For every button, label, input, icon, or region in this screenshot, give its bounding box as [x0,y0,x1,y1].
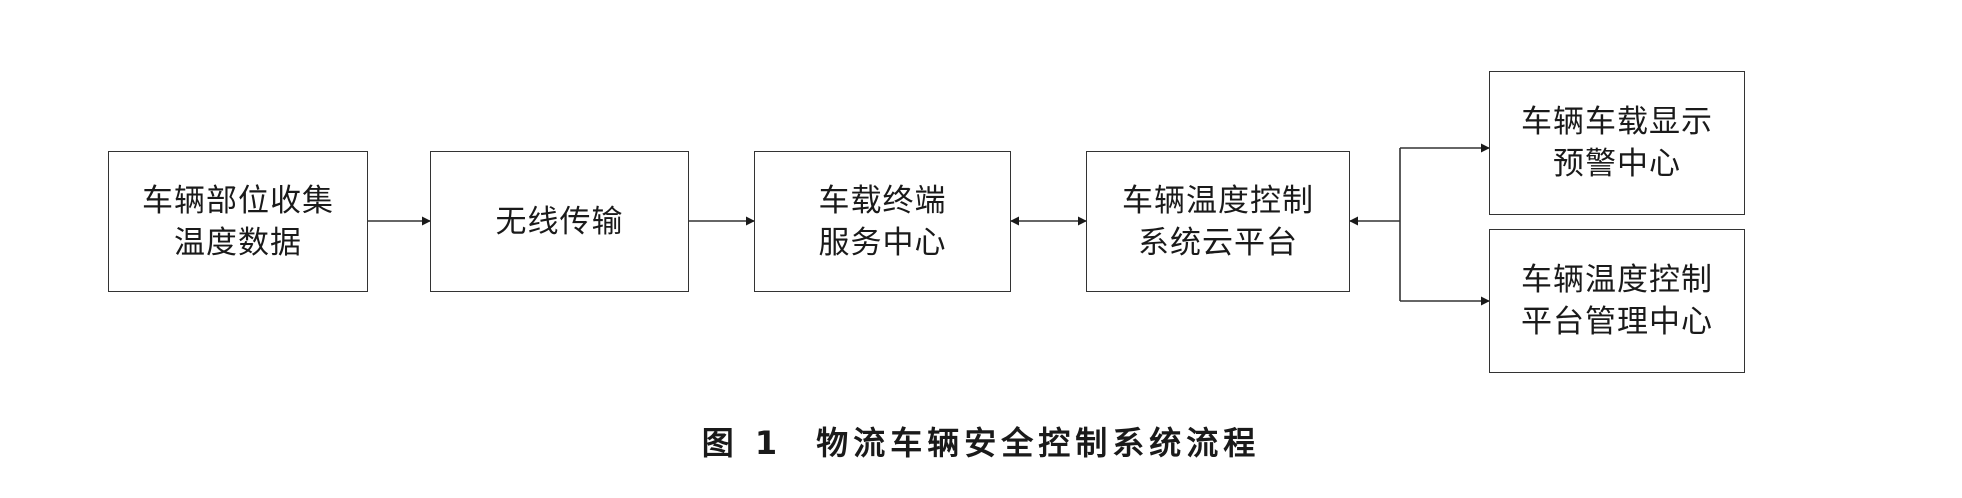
node-collect-temperature-data: 车辆部位收集温度数据 [108,151,368,292]
node-terminal-line1: 车载终端 [818,182,947,219]
node-cloud-line2: 系统云平台 [1138,224,1298,261]
node-collect-line2: 温度数据 [174,224,302,261]
node-display-line1: 车辆车载显示 [1521,104,1713,140]
node-platform-management-center: 车辆温度控制平台管理中心 [1489,229,1745,373]
node-wireless-line1: 无线传输 [495,203,624,240]
node-collect-line1: 车辆部位收集 [142,182,334,219]
figure-title: 物流车辆安全控制系统流程 [816,424,1261,462]
figure-number: 图 1 [701,424,783,462]
node-vehicle-terminal-service: 车载终端服务中心 [754,151,1011,292]
node-management-line2: 平台管理中心 [1521,304,1713,340]
node-display-warning-center: 车辆车载显示预警中心 [1489,71,1745,215]
node-terminal-line2: 服务中心 [818,224,947,261]
node-temperature-cloud-platform: 车辆温度控制系统云平台 [1086,151,1350,292]
figure-caption: 图 1 物流车辆安全控制系统流程 [0,418,1962,464]
node-management-line1: 车辆温度控制 [1521,262,1713,298]
node-cloud-line1: 车辆温度控制 [1122,182,1314,219]
node-wireless-transmission: 无线传输 [430,151,689,292]
node-display-line2: 预警中心 [1553,146,1681,182]
